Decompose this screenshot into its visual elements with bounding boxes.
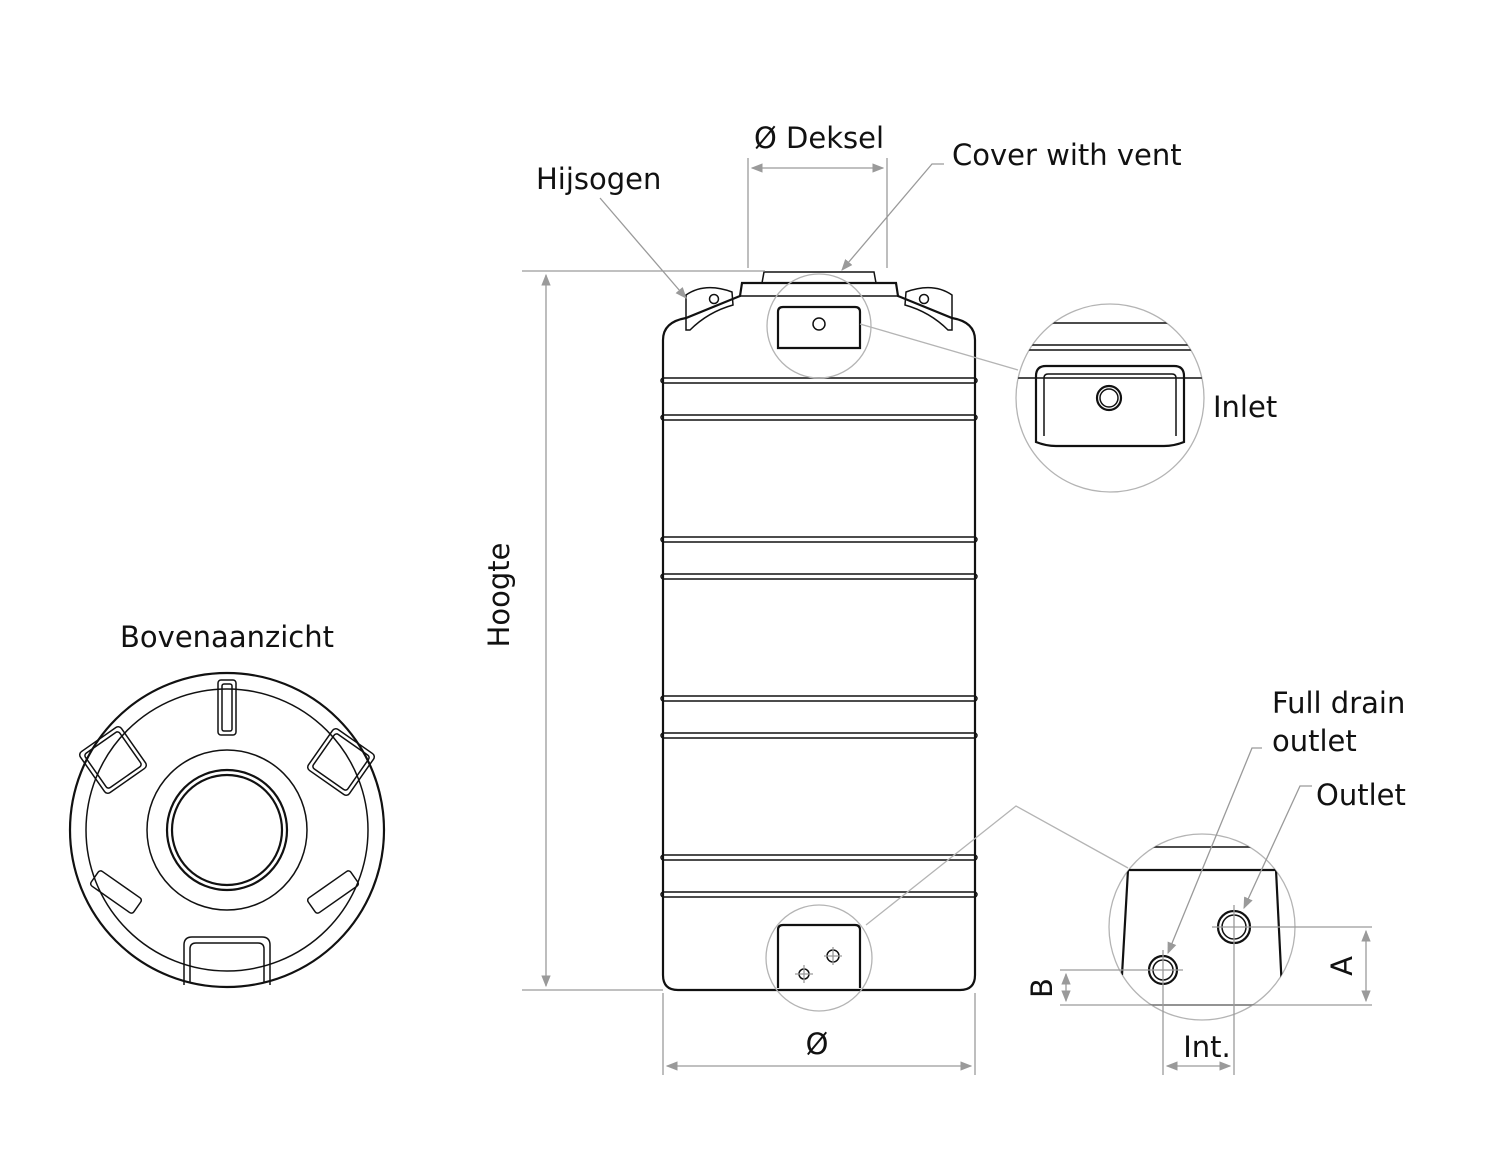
inlet-port: [776, 305, 862, 350]
full-drain-leader: [1167, 747, 1262, 955]
lifting-eyes-leader: [599, 197, 687, 299]
inlet-detail: [1015, 303, 1205, 493]
outlet-leader: [1243, 785, 1312, 910]
lifting-eyes-label: Hijsogen: [536, 162, 661, 196]
top-view: [68, 671, 386, 989]
diameter-dimension: [662, 993, 976, 1075]
outlet-label: Outlet: [1316, 778, 1406, 812]
top-slot-4: [89, 870, 143, 914]
dim-a-label: A: [1325, 956, 1359, 976]
outlet-detail-marker: [765, 904, 873, 1012]
dim-int-label: Int.: [1183, 1030, 1231, 1064]
full-drain-label-line1: Full drain: [1272, 686, 1405, 720]
inlet-detail-marker: [766, 273, 872, 379]
cover-leader: [841, 163, 944, 271]
tank-body: [660, 271, 978, 992]
cover-diameter-dimension: [747, 158, 888, 268]
outlet-ports: [776, 923, 862, 988]
tank-ribs: [660, 377, 978, 898]
top-slot-5: [306, 870, 360, 914]
lifting-eye-left: [685, 286, 734, 331]
height-label: Hoogte: [482, 543, 516, 648]
inlet-label: Inlet: [1213, 390, 1277, 424]
height-dimension: [522, 270, 765, 991]
cover-with-vent-label: Cover with vent: [952, 138, 1182, 172]
dim-b-label: B: [1025, 978, 1059, 998]
lifting-eye-right: [904, 286, 953, 331]
top-slot-2: [79, 726, 147, 794]
top-slot-3: [307, 728, 375, 796]
top-view-label: Bovenaanzicht: [120, 620, 334, 654]
full-drain-label-line2: outlet: [1272, 724, 1357, 758]
top-slot-1: [217, 679, 237, 736]
cover-diameter-label: Ø Deksel: [754, 121, 884, 155]
diameter-label: Ø: [806, 1027, 829, 1061]
top-slot-6: [183, 936, 271, 985]
